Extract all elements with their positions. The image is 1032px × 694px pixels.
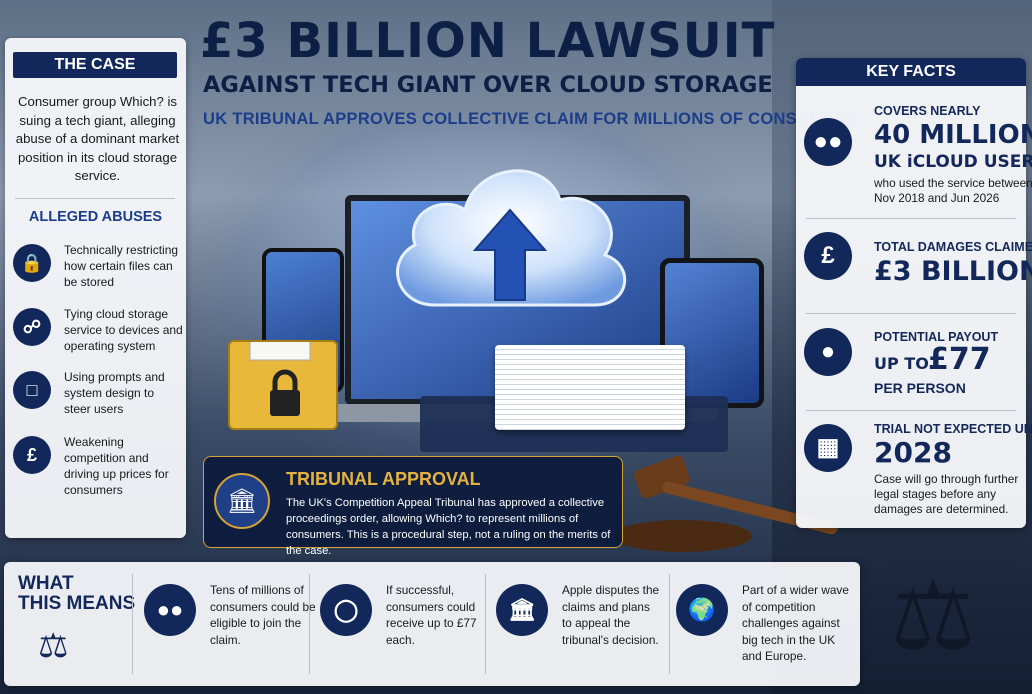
abuse-text: Tying cloud storage service to devices a…	[64, 307, 183, 353]
divider	[132, 574, 133, 674]
divider	[806, 410, 1016, 411]
abuse-item: 🔒 Technically restricting how certain fi…	[13, 242, 183, 292]
locked-folder-icon	[228, 329, 338, 430]
what-this-means-heading: WHAT THIS MEANS	[18, 574, 135, 614]
fact-detail: who used the service between	[874, 176, 1032, 190]
fact-damages: £ TOTAL DAMAGES CLAIMED £3 BILLION	[804, 226, 1032, 306]
abuse-text: Technically restricting how certain file…	[64, 243, 179, 289]
fact-value-secondary: UK iCLOUD USERS	[874, 152, 1032, 172]
divider	[669, 574, 670, 674]
phone-prompt-icon: □	[13, 371, 51, 409]
abuse-item: □ Using prompts and system design to ste…	[13, 369, 183, 419]
fact-detail: Nov 2018 and Jun 2026	[874, 191, 1000, 205]
case-description: Consumer group Which? is suing a tech gi…	[15, 94, 180, 183]
fact-payout: ● POTENTIAL PAYOUT UP TO £77 PER PERSON	[804, 320, 1020, 410]
fact-label: POTENTIAL PAYOUT	[874, 330, 999, 344]
page-title: £3 BILLION LAWSUIT	[200, 13, 776, 69]
pound-icon: £	[804, 232, 852, 280]
fact-value: £3 BILLION	[874, 256, 1032, 287]
heading-line-1: WHAT	[18, 573, 74, 594]
scales-of-justice-silhouette: ⚖	[890, 563, 977, 670]
pound-icon: £	[13, 436, 51, 474]
fact-value: 2028	[874, 436, 952, 469]
person-icon: ●	[804, 328, 852, 376]
meaning-text: Tens of millions of consumers could be e…	[210, 583, 316, 647]
abuse-text: Using prompts and system design to steer…	[64, 370, 165, 416]
divider	[15, 198, 175, 199]
coins-icon: ◯	[320, 584, 372, 636]
meaning-text: Apple disputes the claims and plans to a…	[562, 583, 660, 647]
europe-map-icon: 🌍	[676, 584, 728, 636]
cloud-upload-icon	[396, 169, 627, 307]
fact-value-prefix: UP TO	[874, 354, 929, 373]
key-facts-heading: KEY FACTS	[796, 58, 1026, 86]
calendar-icon: ▦	[804, 424, 852, 472]
people-icon: ●●	[144, 584, 196, 636]
fact-users: ●● COVERS NEARLY 40 MILLION UK iCLOUD US…	[804, 96, 1032, 206]
abuse-item: £ Weakening competition and driving up p…	[13, 434, 183, 497]
padlock-icon	[249, 329, 311, 416]
courthouse-icon: 🏛	[214, 473, 270, 529]
heading-line-2: THIS MEANS	[18, 593, 136, 614]
key-facts-panel: KEY FACTS ●● COVERS NEARLY 40 MILLION UK…	[796, 58, 1032, 528]
tribunal-title: TRIBUNAL APPROVAL	[286, 469, 481, 489]
alleged-abuses-heading: ALLEGED ABUSES	[28, 209, 163, 225]
divider	[485, 574, 486, 674]
fact-label: COVERS NEARLY	[874, 104, 981, 118]
page-subtitle: AGAINST TECH GIANT OVER CLOUD STORAGE	[203, 72, 773, 98]
lock-icon: 🔒	[13, 244, 51, 282]
page-tagline: UK TRIBUNAL APPROVES COLLECTIVE CLAIM FO…	[203, 110, 859, 128]
link-icon: ☍	[13, 308, 51, 346]
fact-value-suffix: PER PERSON	[874, 380, 966, 396]
document-stack	[495, 345, 685, 430]
divider	[309, 574, 310, 674]
meaning-item: 🌍 Part of a wider wave of competition ch…	[676, 576, 856, 676]
divider	[806, 218, 1016, 219]
tribunal-approval-panel: 🏛 TRIBUNAL APPROVAL The UK's Competition…	[203, 456, 623, 557]
case-heading: THE CASE	[13, 52, 177, 78]
fact-value: 40 MILLION	[874, 120, 1032, 150]
fact-trial: ▦ TRIAL NOT EXPECTED UNTIL 2028 Case wil…	[804, 416, 1032, 526]
what-this-means-panel: WHAT THIS MEANS ⚖ ●● Tens of millions of…	[4, 562, 860, 686]
abuse-item: ☍ Tying cloud storage service to devices…	[13, 306, 183, 356]
meaning-item: ◯ If successful, consumers could receive…	[320, 576, 490, 676]
fact-detail: Case will go through further	[874, 472, 1019, 486]
fact-label: TRIAL NOT EXPECTED UNTIL	[874, 422, 1032, 436]
courthouse-icon: 🏛	[496, 584, 548, 636]
meaning-item: ●● Tens of millions of consumers could b…	[144, 576, 316, 676]
meaning-text: If successful, consumers could receive u…	[386, 583, 477, 647]
tribunal-text: The UK's Competition Appeal Tribunal has…	[286, 497, 611, 557]
meaning-text: Part of a wider wave of competition chal…	[742, 583, 849, 663]
people-icon: ●●	[804, 118, 852, 166]
scales-of-justice-icon: ⚖	[38, 627, 69, 665]
abuse-text: Weakening competition and driving up pri…	[64, 435, 169, 497]
meaning-item: 🏛 Apple disputes the claims and plans to…	[496, 576, 666, 676]
fact-detail: legal stages before any	[874, 487, 996, 501]
fact-label: TOTAL DAMAGES CLAIMED	[874, 240, 1032, 254]
divider	[806, 313, 1016, 314]
fact-detail: damages are determined.	[874, 502, 1009, 516]
case-panel: THE CASE Consumer group Which? is suing …	[5, 38, 186, 538]
fact-value: £77	[928, 342, 991, 377]
gavel-block	[612, 520, 752, 552]
